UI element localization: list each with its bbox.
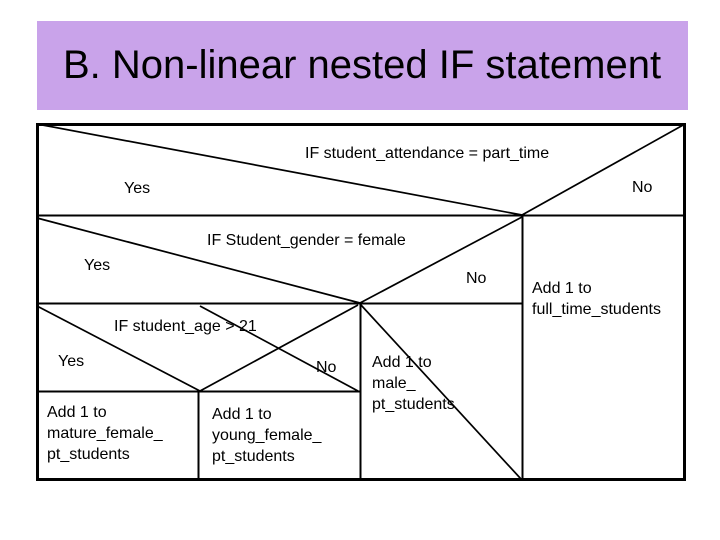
male-box-diagonal (360, 304, 522, 480)
if3-no-diagonal-down (199, 305, 359, 392)
slide-title: B. Non-linear nested IF statement (63, 43, 662, 87)
slide-title-bar: B. Non-linear nested IF statement (37, 21, 688, 110)
if1-yes-label: Yes (124, 180, 151, 197)
if2-condition: IF Student_gender = female (207, 232, 406, 249)
if3-no-label: No (316, 359, 337, 376)
if1-yes-diagonal (36, 123, 523, 216)
if3-condition: IF student_age > 21 (114, 318, 257, 335)
if1-no-label: No (632, 179, 653, 196)
action-mature-female-pt-students: Add 1 to mature_female_ pt_students (47, 404, 163, 463)
if1-condition: IF student_attendance = part_time (305, 145, 550, 162)
if3-yes-diagonal (36, 305, 201, 392)
action-male-pt-students: Add 1 to male_ pt_students (372, 354, 455, 413)
if2-no-label: No (466, 270, 487, 287)
if3-yes-label: Yes (58, 353, 85, 370)
if1-no-diagonal (521, 123, 686, 216)
if2-yes-label: Yes (84, 257, 111, 274)
if2-no-diagonal (359, 216, 523, 304)
action-full-time-students: Add 1 to full_time_students (532, 280, 661, 318)
if2-yes-diagonal (36, 217, 361, 304)
action-young-female-pt-students: Add 1 to young_female_ pt_students (212, 406, 322, 465)
